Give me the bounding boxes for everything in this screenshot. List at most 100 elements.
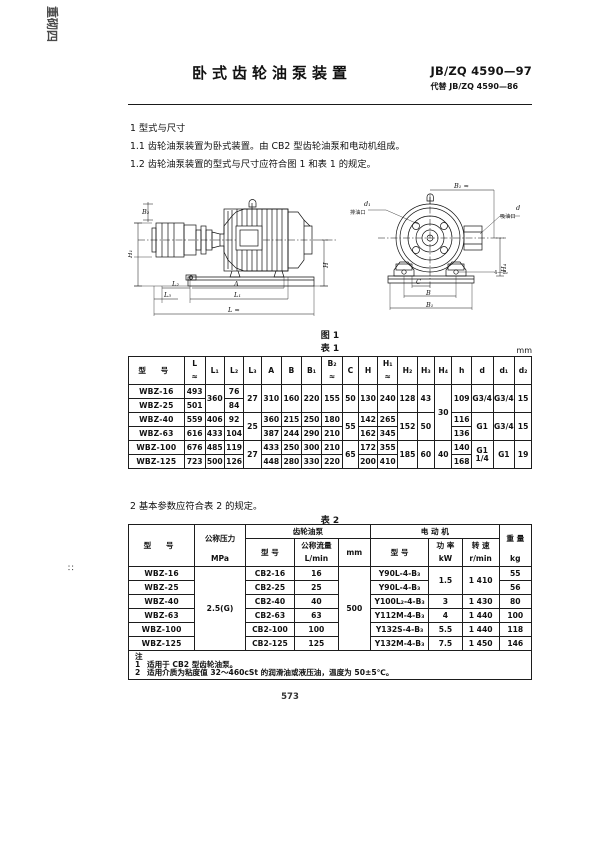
cell-H2: 128	[397, 384, 418, 413]
cell-d1: G3/4	[492, 384, 516, 413]
cell-H1: 240	[377, 384, 399, 413]
cell-d: G1 1/4	[470, 440, 494, 469]
cell-model: WBZ-25	[128, 398, 185, 413]
pump-assembly-svg: B₂ H₁ L₂ A L₃ L₁ L ≈ H B₁ ≈ H₄ C B B₁ d …	[126, 182, 520, 316]
cell-B2: 220	[321, 454, 343, 469]
cell-model: WBZ-125	[128, 454, 185, 469]
table-2-caption: 表 2	[320, 516, 340, 526]
cell-B2: 155	[321, 384, 343, 413]
table-row: WBZ-100 676 485 119 27 433 250 300 210 6…	[128, 440, 532, 469]
th-B2-approx: ≈	[321, 370, 343, 385]
cell2-speed: 1 410	[461, 566, 500, 595]
figure-label-b2: B₂	[141, 208, 150, 216]
th-h: h	[451, 356, 472, 385]
th-H1: H₁	[377, 356, 399, 371]
cell-C: 55	[341, 412, 359, 441]
th-L3: L₃	[243, 356, 262, 385]
cell-model: WBZ-63	[128, 426, 185, 441]
cell-h: 168	[451, 454, 472, 469]
cell-H1: 345	[377, 426, 399, 441]
section-1-2-text: 1.2 齿轮油泵装置的型式与尺寸应符合图 1 和表 1 的规定。	[130, 159, 376, 170]
th-B: B	[280, 356, 302, 385]
cell-L2: 119	[223, 440, 245, 455]
th-d1: d₁	[492, 356, 516, 385]
figure-label-h4: H₄	[500, 263, 508, 273]
cell-B1: 330	[300, 454, 323, 469]
figure-label-holes: 4—d₂	[494, 270, 508, 276]
cell2-weight: 56	[498, 580, 533, 595]
cell2-flow: 63	[294, 608, 339, 623]
cell-H3: 43	[416, 384, 436, 413]
note-text: 适用于 CB2 型齿轮油泵。	[147, 659, 238, 669]
cell-B: 280	[280, 454, 302, 469]
cell-L1: 360	[204, 384, 225, 413]
cell2-flow: 16	[294, 566, 339, 581]
cell-H: 172	[357, 440, 379, 455]
cell-B2: 210	[321, 426, 343, 441]
th2-speed-unit: r/min	[461, 552, 500, 567]
cell2-weight: 80	[498, 594, 533, 609]
section-2-text: 2 基本参数应符合表 2 的规定。	[130, 501, 263, 512]
cell-L2: 76	[223, 384, 245, 399]
cell-B1: 250	[300, 412, 323, 427]
margin-stamp: 重砌四	[45, 6, 59, 43]
figure-label-l2: L₂	[171, 280, 179, 288]
cell-C: 50	[341, 384, 359, 413]
cell-d2: 19	[514, 440, 532, 469]
cell-H2: 152	[397, 412, 418, 441]
cell2-speed: 1 430	[461, 594, 500, 609]
cell-H3: 60	[416, 440, 436, 469]
cell-H: 130	[357, 384, 379, 413]
cell2-pressure: 2.5(G)	[194, 566, 246, 651]
cell-H4: 40	[434, 440, 453, 469]
cell2-power: 7.5	[428, 636, 463, 651]
figure-label-h: H	[322, 262, 330, 269]
table-row: WBZ-40 CB2-40 40 Y100L₂-4-B₃ 3 1 430 80	[127, 594, 533, 609]
th2-power-unit: kW	[428, 552, 463, 567]
th2-motor-power: 功 率	[428, 538, 463, 553]
cell2-motor-model: Y90L-4-B₃	[369, 580, 430, 595]
cell2-motor-model: Y112M-4-B₃	[369, 608, 430, 623]
cell-L: 501	[183, 398, 206, 413]
cell-L3: 27	[243, 384, 262, 413]
standard-replaces: 代替 JB/ZQ 4590—86	[430, 82, 519, 91]
cell2-weight: 100	[498, 608, 533, 623]
cell-A: 448	[260, 454, 282, 469]
cell-B1: 220	[300, 384, 323, 413]
page-number: 573	[281, 692, 299, 702]
cell-model: WBZ-16	[128, 384, 185, 399]
figure-label-b1-top: B₁ ≈	[453, 182, 469, 190]
cell-h: 109	[451, 384, 472, 413]
th2-weight: 重 量	[498, 524, 533, 553]
figure-note-discharge-port: 排油口	[350, 208, 366, 216]
note-item: 2 适用介质为粘度值 32～460cSt 的润滑油或液压油，温度为 50±5℃。	[135, 667, 531, 677]
cell2-motor-model: Y132M-4-B₃	[369, 636, 430, 651]
margin-side-marks: ∷	[68, 564, 74, 574]
cell-H: 142	[357, 412, 379, 427]
cell-model: WBZ-40	[128, 412, 185, 427]
dimensions-table: 型 号 L L₁ L₂ L₃ A B B₁ B₂ C H H₁ H₂ H₃ H₄…	[128, 356, 532, 469]
section-1-1-text: 1.1 齿轮油泵装置为卧式装置。由 CB2 型齿轮油泵和电动机组成。	[130, 141, 405, 152]
th-B1: B₁	[300, 356, 323, 385]
th-L2: L₂	[223, 356, 245, 385]
table-row: WBZ-125 723 500 126 448 280 330 220 200 …	[128, 454, 532, 469]
figure-label-d: d	[516, 204, 520, 212]
note-text: 适用介质为粘度值 32～460cSt 的润滑油或液压油，温度为 50±5℃。	[147, 667, 394, 677]
cell-L1: 485	[204, 440, 225, 455]
note-number: 2	[135, 667, 141, 677]
cell-L: 616	[183, 426, 206, 441]
th-H: H	[357, 356, 379, 385]
table-2-body: WBZ-16 2.5(G) CB2-16 16 500 Y90L-4-B₃ 1.…	[127, 566, 533, 680]
cell2-model: WBZ-16	[127, 566, 196, 581]
cell2-motor-model: Y132S-4-B₃	[369, 622, 430, 637]
table-1-body: WBZ-16 493 360 76 27 310 160 220 155 50 …	[128, 384, 532, 469]
table-row: WBZ-16 2.5(G) CB2-16 16 500 Y90L-4-B₃ 1.…	[127, 566, 533, 651]
cell-H: 162	[357, 426, 379, 441]
page-title: 卧式齿轮油泵装置	[192, 64, 353, 82]
cell-d: G1	[470, 412, 494, 441]
cell2-weight: 55	[498, 566, 533, 581]
cell-L3: 25	[243, 412, 262, 441]
figure-label-b1-bottom: B₁	[425, 301, 433, 309]
